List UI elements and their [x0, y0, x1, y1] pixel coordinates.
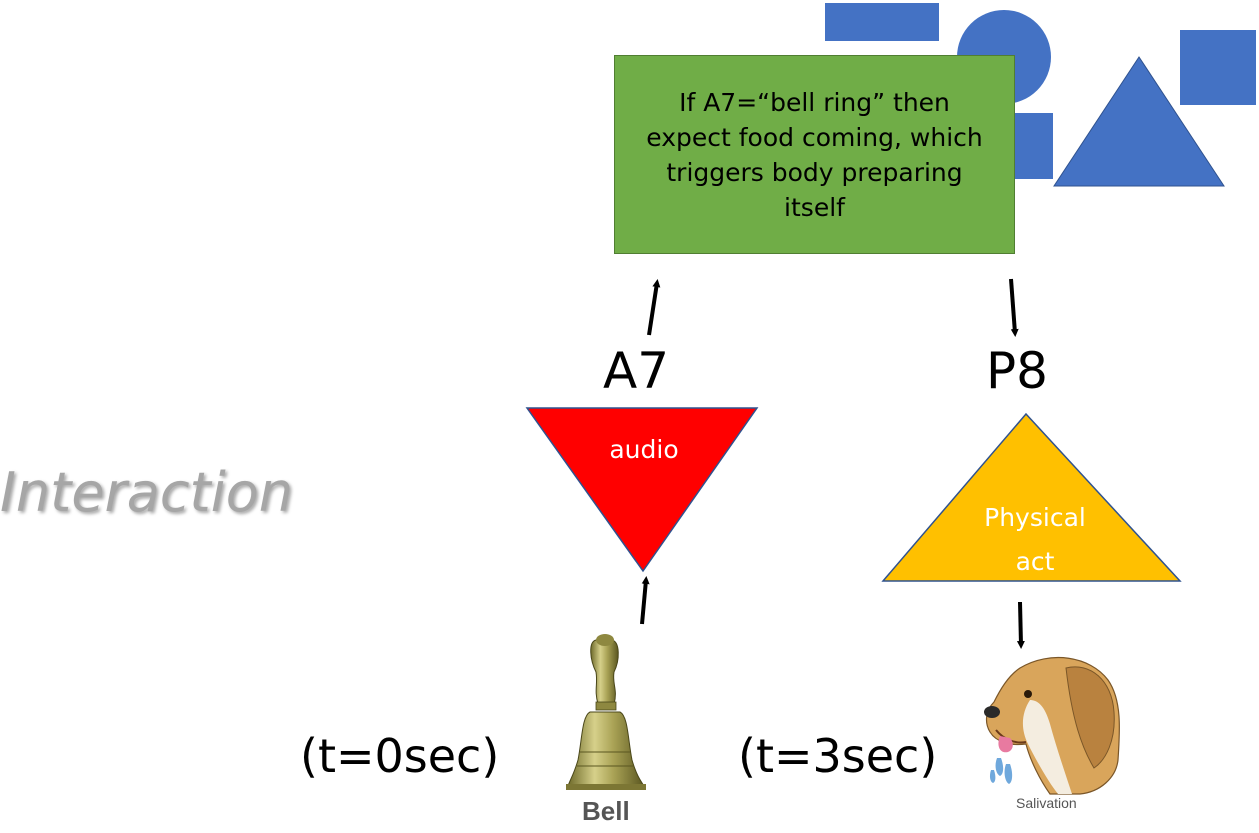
a7-type-text: audio [609, 435, 679, 464]
p8-type-text-line2: act [1015, 547, 1055, 576]
arrow-bell-to-a7 [640, 576, 650, 625]
bell-time-label: (t=0sec) [300, 729, 500, 783]
rule-box: If A7=“bell ring” then expect food comin… [614, 55, 1015, 254]
p8-type-text-line1: Physical [984, 503, 1086, 532]
p8-label: P8 [986, 342, 1048, 400]
blue-square-right [1180, 30, 1256, 105]
blue-triangle [1053, 56, 1225, 187]
dog-time-label: (t=3sec) [738, 729, 938, 783]
rule-text: If A7=“bell ring” then expect food comin… [646, 87, 983, 222]
p8-physical-triangle [881, 412, 1182, 582]
arrow-p8-to-dog [1016, 601, 1025, 649]
dog-caption: Salivation [1016, 795, 1077, 811]
a7-label: A7 [603, 342, 670, 400]
dog-icon [984, 656, 1120, 795]
slide-title: Interaction [0, 461, 293, 524]
bell-icon [566, 634, 646, 790]
arrow-rule-to-p8 [1009, 278, 1019, 337]
arrow-a7-to-rule [647, 279, 661, 336]
blue-rectangle-top [825, 3, 939, 41]
bell-caption: Bell [582, 796, 630, 826]
a7-audio-triangle [525, 407, 759, 573]
